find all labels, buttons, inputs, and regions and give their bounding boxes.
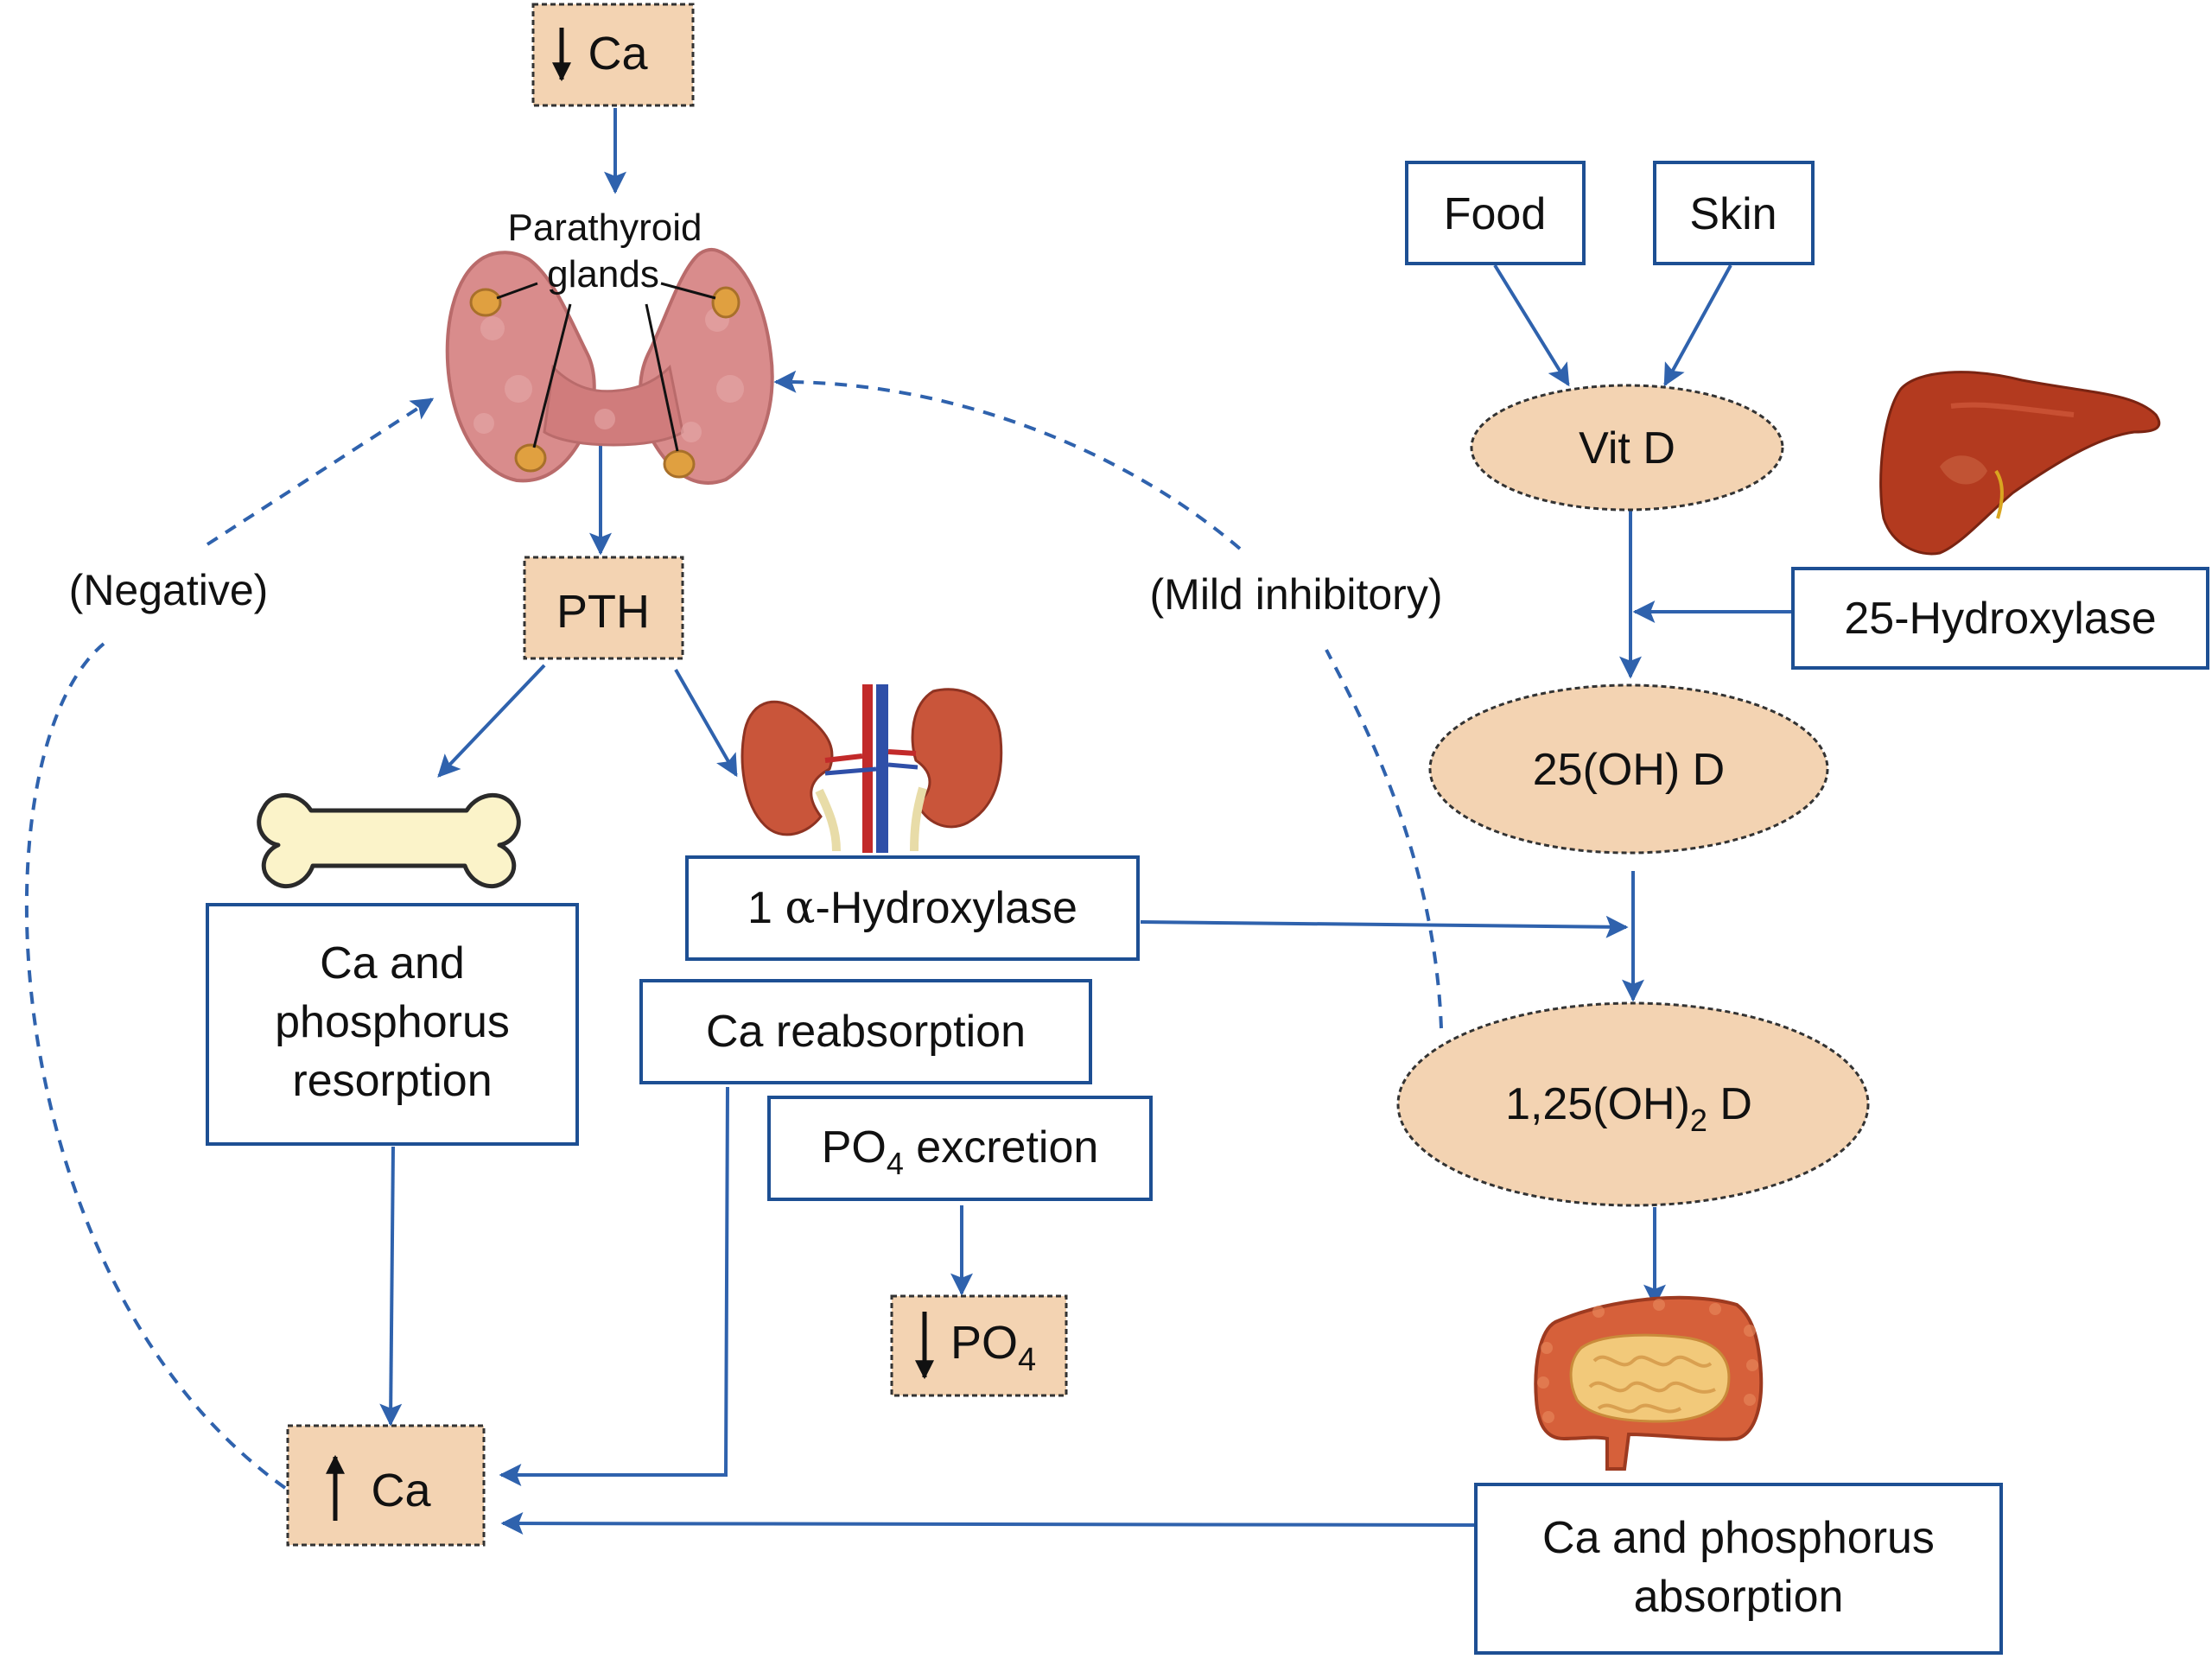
ca-reabsorption-label: Ca reabsorption <box>706 1007 1026 1057</box>
vena-cava <box>876 684 888 853</box>
hydroxylase-25-label: 25-Hydroxylase <box>1844 594 2156 644</box>
po4-excretion-box: PO4 excretion <box>767 1096 1153 1201</box>
arrow-mild-inhibitory-feedback <box>1325 649 1443 1029</box>
low-po4-label: PO4 <box>950 1317 1036 1378</box>
bone-icon <box>257 792 521 889</box>
intestine-box-line2: absorption <box>1634 1572 1844 1622</box>
pth-label: PTH <box>556 586 650 638</box>
oh-d-node: 25(OH) D <box>1428 683 1829 855</box>
bone-box-line3: resorption <box>292 1056 492 1106</box>
arrow-absorption-to-high-ca <box>500 1512 1477 1535</box>
arrow-negative-feedback-head <box>206 397 435 546</box>
parathyroid-leader-lines <box>496 282 716 452</box>
hydroxylase-25-box: 25-Hydroxylase <box>1791 567 2209 670</box>
skin-label: Skin <box>1689 189 1777 239</box>
arrow-food-to-vitd <box>1493 264 1570 387</box>
skin-box: Skin <box>1653 161 1815 265</box>
bone-box-line2: phosphorus <box>275 997 510 1047</box>
arrow-pth-to-bone <box>437 664 546 778</box>
negative-feedback-label: (Negative) <box>69 566 269 614</box>
kidney-left <box>741 700 834 836</box>
kidney-right <box>911 688 1003 829</box>
thyroid-illustration: Parathyroid glands <box>445 207 774 485</box>
parathyroid-label-line2: glands <box>547 253 659 296</box>
low-ca-node: Ca <box>531 3 695 107</box>
small-intestine <box>1569 1333 1731 1423</box>
kidney-icon <box>741 684 1003 853</box>
parathyroid-nodule-lower-right <box>663 449 696 479</box>
parathyroid-nodule-upper-left <box>469 288 502 317</box>
liver-icon <box>1879 371 2161 556</box>
high-ca-node: Ca <box>286 1424 486 1547</box>
bone-resorption-box: Ca and phosphorus resorption <box>206 903 579 1146</box>
hydroxylase-1a-box: 1 α-Hydroxylase <box>685 855 1140 961</box>
arrow-skin-to-vitd <box>1663 264 1732 387</box>
arrow-bone-box-to-high-ca <box>379 1146 403 1427</box>
arrow-negative-feedback <box>24 642 287 1490</box>
oh2-d-label: 1,25(OH)2 D <box>1505 1079 1752 1138</box>
intestine-icon <box>1534 1295 1764 1471</box>
food-label: Food <box>1444 189 1547 239</box>
vit-d-label: Vit D <box>1579 423 1675 474</box>
intestine-absorption-box: Ca and phosphorus absorption <box>1474 1483 2003 1655</box>
intestine-box-line1: Ca and phosphorus <box>1542 1513 1935 1563</box>
hydroxylase-1a-label: 1 α-Hydroxylase <box>747 882 1077 934</box>
arrow-hydroxylase-1a-to-oh2d <box>1140 915 1629 938</box>
mild-inhibitory-feedback-label: (Mild inhibitory) <box>1150 570 1443 619</box>
ca-reabsorption-box: Ca reabsorption <box>639 979 1092 1084</box>
oh2-d-node: 1,25(OH)2 D <box>1396 1001 1870 1207</box>
thyroid-isthmus <box>543 364 684 447</box>
ureter-right <box>910 786 927 852</box>
arrow-pth-to-kidney <box>674 669 738 778</box>
high-ca-label: Ca <box>371 1465 431 1516</box>
oh-d-label: 25(OH) D <box>1533 745 1725 795</box>
low-po4-node: PO4 <box>890 1294 1068 1397</box>
parathyroid-nodule-lower-left <box>514 443 547 473</box>
parathyroid-nodule-upper-right <box>711 286 741 319</box>
arrow-mild-inhibitory-feedback-head <box>773 370 1242 550</box>
ureter-left <box>815 788 841 852</box>
po4-excretion-label: PO4 excretion <box>822 1122 1099 1181</box>
arrow-ca-reabsorption-to-high-ca <box>499 1086 729 1486</box>
bone-box-line1: Ca and <box>320 938 465 988</box>
low-ca-label: Ca <box>588 28 648 79</box>
parathyroid-label-line1: Parathyroid <box>507 207 702 249</box>
arrows <box>24 108 1793 1535</box>
pth-node: PTH <box>523 556 684 660</box>
vit-d-node: Vit D <box>1470 384 1784 512</box>
food-box: Food <box>1405 161 1586 265</box>
